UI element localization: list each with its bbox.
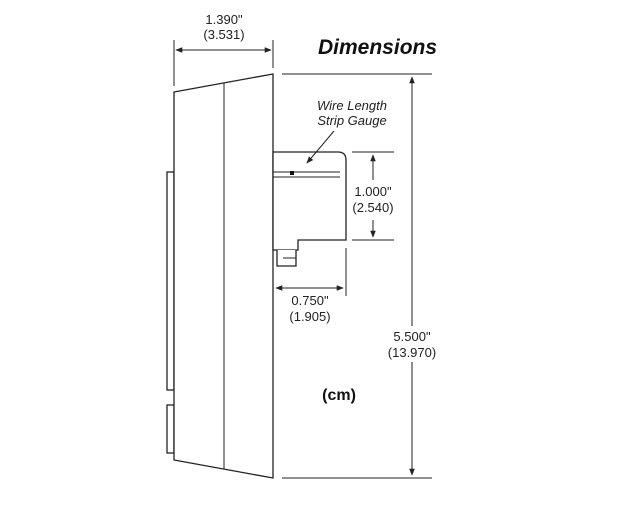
rear-tab-lower <box>166 404 175 454</box>
dimension-terminal-depth: 0.750" (1.905) <box>275 248 347 324</box>
dimension-height: 5.500" (13.970) <box>282 73 436 479</box>
dimension-depth: 1.390" (3.531) <box>173 12 274 86</box>
terminal-block <box>272 151 347 251</box>
terminal-height-cm-label: (2.540) <box>352 200 393 215</box>
depth-inches-label: 1.390" <box>205 12 243 27</box>
strip-gauge-callout: Wire Length Strip Gauge <box>306 98 387 164</box>
page-title: Dimensions <box>318 36 437 59</box>
strip-gauge-mark <box>290 171 294 175</box>
depth-cm-label: (3.531) <box>203 27 244 42</box>
unit-note: (cm) <box>322 387 356 404</box>
rear-tab-upper <box>166 171 175 391</box>
terminal-height-inches-label: 1.000" <box>354 184 392 199</box>
callout-line-2: Strip Gauge <box>317 113 386 128</box>
terminal-depth-cm-label: (1.905) <box>289 309 330 324</box>
callout-line-1: Wire Length <box>317 98 387 113</box>
height-cm-label: (13.970) <box>388 345 436 360</box>
callout-leader <box>306 130 335 164</box>
height-inches-label: 5.500" <box>393 329 431 344</box>
dimension-terminal-height: 1.000" (2.540) <box>352 151 394 241</box>
device-side-view <box>166 73 347 479</box>
terminal-depth-inches-label: 0.750" <box>291 293 329 308</box>
